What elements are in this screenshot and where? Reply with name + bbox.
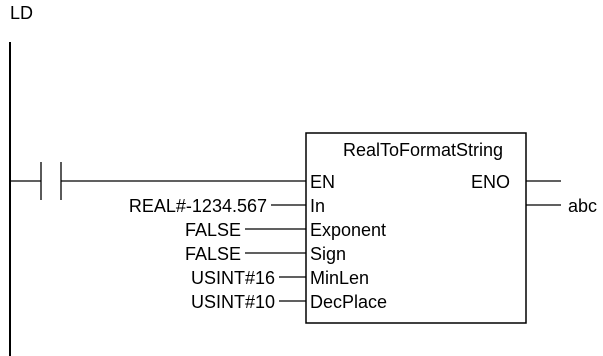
pin-en: EN [310,172,336,192]
value-sign: FALSE [184,244,241,264]
pin-exponent: Exponent [310,220,387,240]
pin-eno: ENO [470,172,510,192]
output-variable: abc [568,196,598,216]
value-exponent: FALSE [184,220,241,240]
value-decplace: USINT#10 [190,292,275,312]
pin-in: In [310,196,326,216]
pin-minlen: MinLen [310,268,370,288]
value-minlen: USINT#16 [190,268,275,288]
value-in: REAL#-1234.567 [128,196,267,216]
function-block-name: RealToFormatString [343,140,504,160]
pin-decplace: DecPlace [310,292,388,312]
pin-sign: Sign [310,244,347,264]
language-label: LD [10,3,34,23]
function-block-box [305,132,527,324]
